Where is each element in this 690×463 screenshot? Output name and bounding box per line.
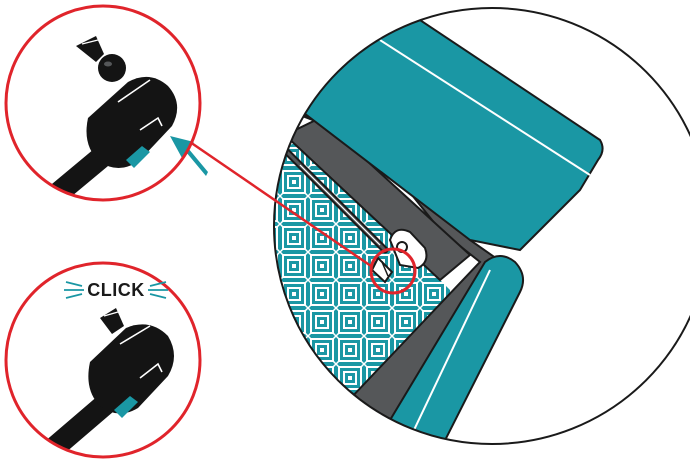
- click-callout: CLICK: [64, 280, 168, 300]
- backrest-cushion: [299, 18, 604, 252]
- armrest-cushion: [358, 255, 525, 444]
- sofa-detail-view: [274, 8, 690, 444]
- release-button: [114, 396, 138, 418]
- click-spark-icon: [64, 281, 168, 299]
- highlight-circle: [369, 247, 417, 295]
- step-insert-view: [6, 6, 208, 200]
- release-button: [126, 146, 150, 168]
- support-rod: [281, 146, 389, 254]
- push-arrow-icon: [170, 136, 208, 176]
- click-label: CLICK: [87, 280, 145, 300]
- zoom-connector: [189, 140, 372, 268]
- mount-bracket: [370, 228, 428, 284]
